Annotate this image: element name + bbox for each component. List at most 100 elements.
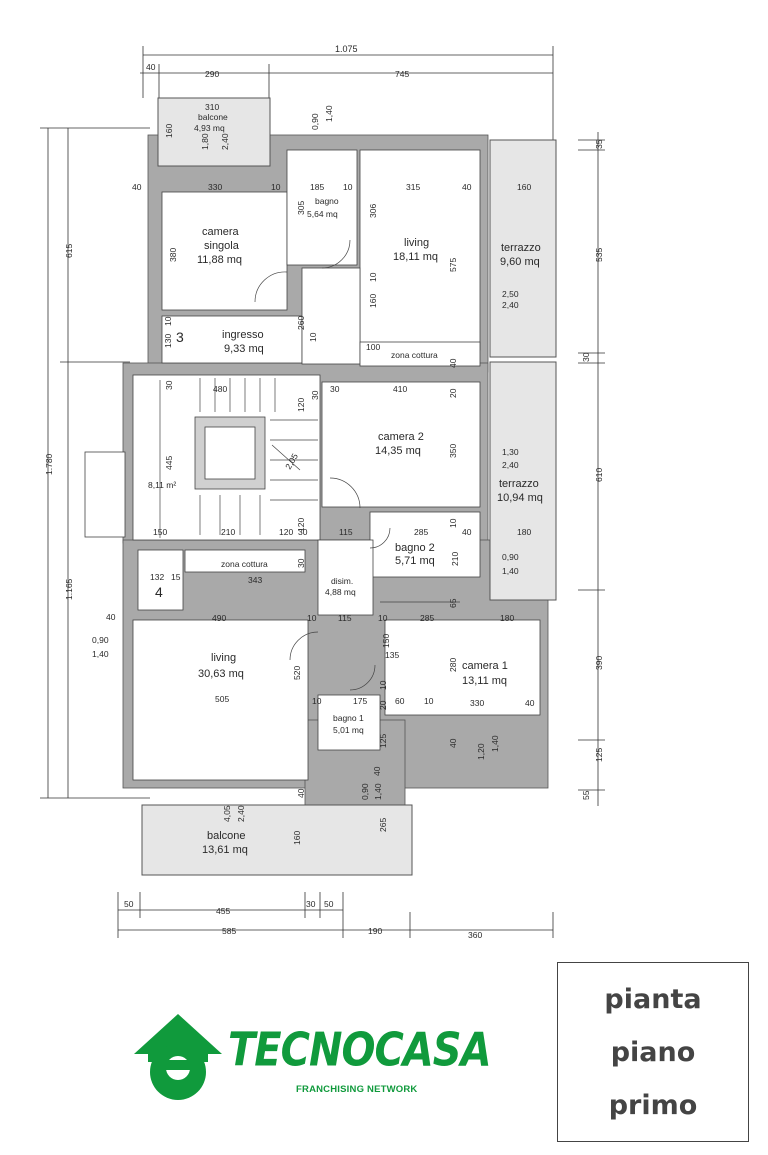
dim-label: 480	[213, 384, 227, 394]
dim-label: 40	[448, 358, 458, 368]
room-area: 8,11 m²	[148, 480, 176, 490]
room-area: 13,61 mq	[202, 844, 248, 856]
dim-label: 615	[64, 244, 74, 258]
dim-label: 10	[424, 696, 434, 706]
dim-label: 290	[205, 69, 219, 79]
dim-label: 30	[310, 390, 320, 400]
dim-label: 390	[594, 656, 604, 670]
dimension-lines	[40, 46, 605, 938]
dim-label: 30	[581, 352, 591, 362]
dim-label: 20	[378, 700, 388, 710]
dim-label: 360	[468, 930, 482, 940]
dim-label: 210	[221, 527, 235, 537]
dim-label: 40	[462, 182, 472, 192]
dim-label: 285	[414, 527, 428, 537]
dim-label: 160	[517, 182, 531, 192]
plan-title-box: pianta piano primo	[557, 962, 749, 1142]
left-box	[84, 451, 126, 538]
interior-dimension-labels: 310 160 1,80 2,40 0,90 1,40 40 330 10 18…	[92, 102, 535, 845]
room-name: living	[211, 652, 236, 664]
title-line: piano	[610, 1036, 696, 1068]
balcony-bottom	[141, 804, 413, 876]
dim-label: 490	[212, 613, 226, 623]
room-name: ingresso	[222, 329, 264, 341]
dim-label: 306	[368, 204, 378, 218]
room-name: living	[404, 237, 429, 249]
dim-label: 305	[296, 201, 306, 215]
room-name: camera	[202, 226, 240, 238]
dim-label: 10	[448, 518, 458, 528]
dim-label: 10	[343, 182, 353, 192]
dim-label: 330	[208, 182, 222, 192]
dim-label: 2,40	[502, 460, 519, 470]
dim-label: 60	[395, 696, 405, 706]
dim-label: 40	[448, 738, 458, 748]
room-name: disim.	[331, 576, 353, 586]
dim-label: 160	[164, 124, 174, 138]
dim-label: 330	[470, 698, 484, 708]
room-name: bagno	[315, 196, 339, 206]
dim-label: 535	[594, 248, 604, 262]
dim-label: 130	[163, 334, 173, 348]
dim-label: 0,90	[502, 552, 519, 562]
dim-label: 30	[298, 527, 308, 537]
dim-label: 10	[163, 316, 173, 326]
room-floors	[132, 149, 541, 781]
dim-label: 120	[279, 527, 293, 537]
room-area: 9,60 mq	[500, 256, 540, 268]
dimension-labels: 1.075 40 290 745 50 455 30 50 585 190 36…	[44, 44, 604, 940]
room-area: 5,64 mq	[307, 209, 338, 219]
dim-label: 0,90	[360, 783, 370, 800]
dim-label: 745	[395, 69, 409, 79]
dim-label: 2,40	[502, 300, 519, 310]
dim-label: 115	[339, 527, 353, 537]
dim-label: 310	[205, 102, 219, 112]
dim-label: 100	[366, 342, 380, 352]
dim-label: 150	[381, 634, 391, 648]
dim-label: 40	[525, 698, 535, 708]
dim-label: 260	[296, 316, 306, 330]
dim-label: 30	[330, 384, 340, 394]
dim-label: 455	[216, 906, 230, 916]
dim-label: 10	[312, 696, 322, 706]
dim-label: 2,50	[502, 289, 519, 299]
dim-label: 280	[448, 658, 458, 672]
terrace-upper	[489, 139, 557, 358]
room-area: 10,94 mq	[497, 492, 543, 504]
title-line: primo	[608, 1089, 698, 1121]
room-area: 13,11 mq	[462, 675, 507, 687]
dim-label: 40	[132, 182, 142, 192]
dim-label: 445	[164, 456, 174, 470]
doors	[254, 239, 460, 691]
dim-label: 520	[292, 666, 302, 680]
room-area: 11,88 mq	[197, 254, 242, 266]
logo-wordmark: TECNOCASA	[228, 1024, 492, 1077]
dim-label: 160	[368, 294, 378, 308]
dim-label: 343	[248, 575, 262, 585]
room-area: 30,63 mq	[198, 668, 244, 680]
dim-label: 380	[168, 248, 178, 262]
dim-label: 180	[517, 527, 531, 537]
room-area: 4,88 mq	[325, 587, 356, 597]
dim-label: 315	[406, 182, 420, 192]
room-name: terrazzo	[501, 242, 541, 254]
dim-label: 10	[307, 613, 317, 623]
dim-label: 4,05	[222, 805, 232, 822]
room-name: bagno 1	[333, 713, 364, 723]
room-name: zona cottura	[391, 350, 438, 360]
dim-label: 1,40	[373, 783, 383, 800]
dim-label: 610	[594, 468, 604, 482]
room-name: bagno 2	[395, 542, 435, 554]
dim-label: 10	[368, 272, 378, 282]
dim-label: 40	[462, 527, 472, 537]
stairs	[159, 378, 318, 538]
dim-label: 160	[292, 831, 302, 845]
room-area: 4,93 mq	[194, 123, 225, 133]
dim-label: 185	[310, 182, 324, 192]
room-area: 9,33 mq	[224, 343, 264, 355]
dim-label: 125	[378, 734, 388, 748]
dim-label: 0,90	[92, 635, 109, 645]
dim-label: 30	[164, 380, 174, 390]
stair-label: 4	[155, 584, 163, 600]
dim-label: 1.780	[44, 453, 54, 475]
